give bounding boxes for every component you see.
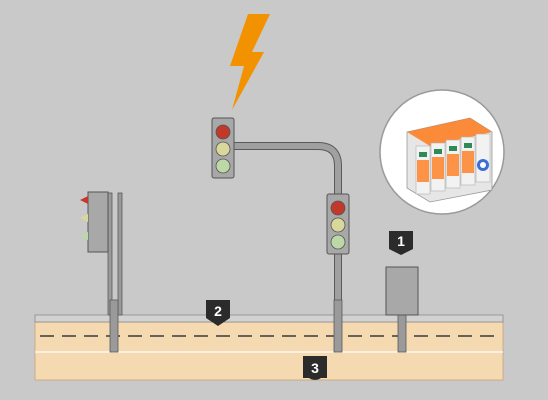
green-lamp-upper bbox=[215, 158, 231, 174]
red-lamp-upper bbox=[215, 124, 231, 140]
traffic-light-overhead bbox=[211, 117, 350, 353]
marker-label: 2 bbox=[214, 303, 222, 319]
amber-lamp-right bbox=[330, 217, 346, 233]
marker-badge-body bbox=[303, 356, 327, 378]
pole-left-secondary bbox=[117, 192, 123, 316]
marker-label: 1 bbox=[397, 233, 405, 249]
marker-badge bbox=[389, 231, 413, 255]
green-lamp-right bbox=[330, 234, 346, 250]
surge-protection-device-inset bbox=[379, 89, 505, 215]
traffic-light-left bbox=[80, 191, 123, 353]
marker-2: 2 bbox=[206, 300, 230, 326]
marker-1: 1 bbox=[389, 231, 413, 255]
lightning-bolt-icon bbox=[230, 14, 270, 110]
pole-left bbox=[107, 192, 113, 316]
red-lamp-left bbox=[80, 196, 88, 204]
cabinet-box bbox=[385, 266, 419, 316]
marker-badge bbox=[206, 300, 230, 326]
surge-protection-device-icon bbox=[406, 117, 493, 203]
green-lamp-left bbox=[80, 232, 88, 240]
marker-label: 3 bbox=[311, 360, 319, 376]
road-surface bbox=[34, 321, 504, 381]
traffic-light-housing-left bbox=[87, 191, 109, 253]
pole-left-underground bbox=[109, 299, 119, 353]
amber-lamp-left bbox=[80, 214, 88, 222]
road-curb bbox=[34, 314, 504, 323]
red-lamp-right bbox=[330, 200, 346, 216]
control-cabinet bbox=[385, 266, 419, 353]
overhead-arm bbox=[230, 143, 341, 316]
overhead-arm-outline bbox=[230, 142, 342, 316]
amber-lamp-upper bbox=[215, 141, 231, 157]
pole-right-underground bbox=[333, 299, 343, 353]
marker-3: 3 bbox=[303, 356, 327, 380]
road bbox=[34, 314, 504, 381]
